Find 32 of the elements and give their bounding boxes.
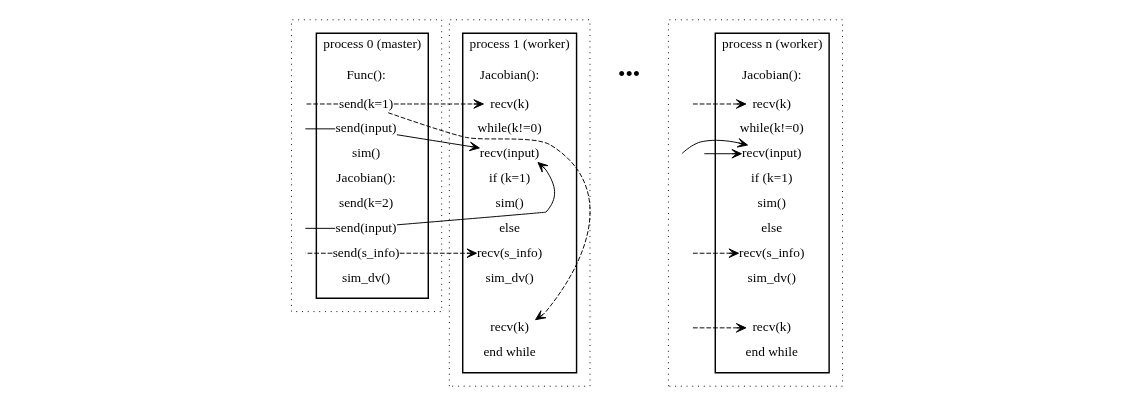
node-text: while(k!=0) xyxy=(739,120,804,136)
node-text: else xyxy=(761,219,783,235)
node-text: recv(s_info) xyxy=(739,244,805,260)
node-text: if (k=1) xyxy=(488,170,531,186)
node-text: while(k!=0) xyxy=(477,120,542,136)
node-text: recv(k) xyxy=(752,319,792,335)
node-text: sim() xyxy=(495,195,524,211)
node-text: recv(k) xyxy=(490,95,529,111)
node-text: sim_dv() xyxy=(747,269,796,285)
node-text: sim_dv() xyxy=(485,269,534,285)
node-text: send(k=1) xyxy=(338,95,394,111)
node-text: sim() xyxy=(757,195,786,211)
node-text: send(s_info) xyxy=(332,244,400,260)
node-text: Jacobian(): xyxy=(742,66,802,82)
node-text: recv(k) xyxy=(490,319,529,335)
node-text: else xyxy=(499,219,520,235)
node-text: sim_dv() xyxy=(341,269,391,285)
node-text: if (k=1) xyxy=(751,170,793,186)
node-text: sim() xyxy=(351,145,381,161)
node-text: send(input) xyxy=(335,219,397,235)
node-text: Jacobian(): xyxy=(336,170,396,186)
node-text: Jacobian(): xyxy=(479,66,540,82)
node-text: recv(s_info) xyxy=(476,244,543,260)
node-text: end while xyxy=(483,344,536,360)
node-text: recv(input) xyxy=(742,145,802,161)
node-text: send(input) xyxy=(335,120,397,136)
node-text: send(k=2) xyxy=(338,195,394,211)
node-text: end while xyxy=(745,344,798,360)
node-text: recv(k) xyxy=(752,95,792,111)
node-text: recv(input) xyxy=(479,145,540,161)
label: ••• xyxy=(618,61,641,86)
node-text: Func(): xyxy=(346,66,386,82)
